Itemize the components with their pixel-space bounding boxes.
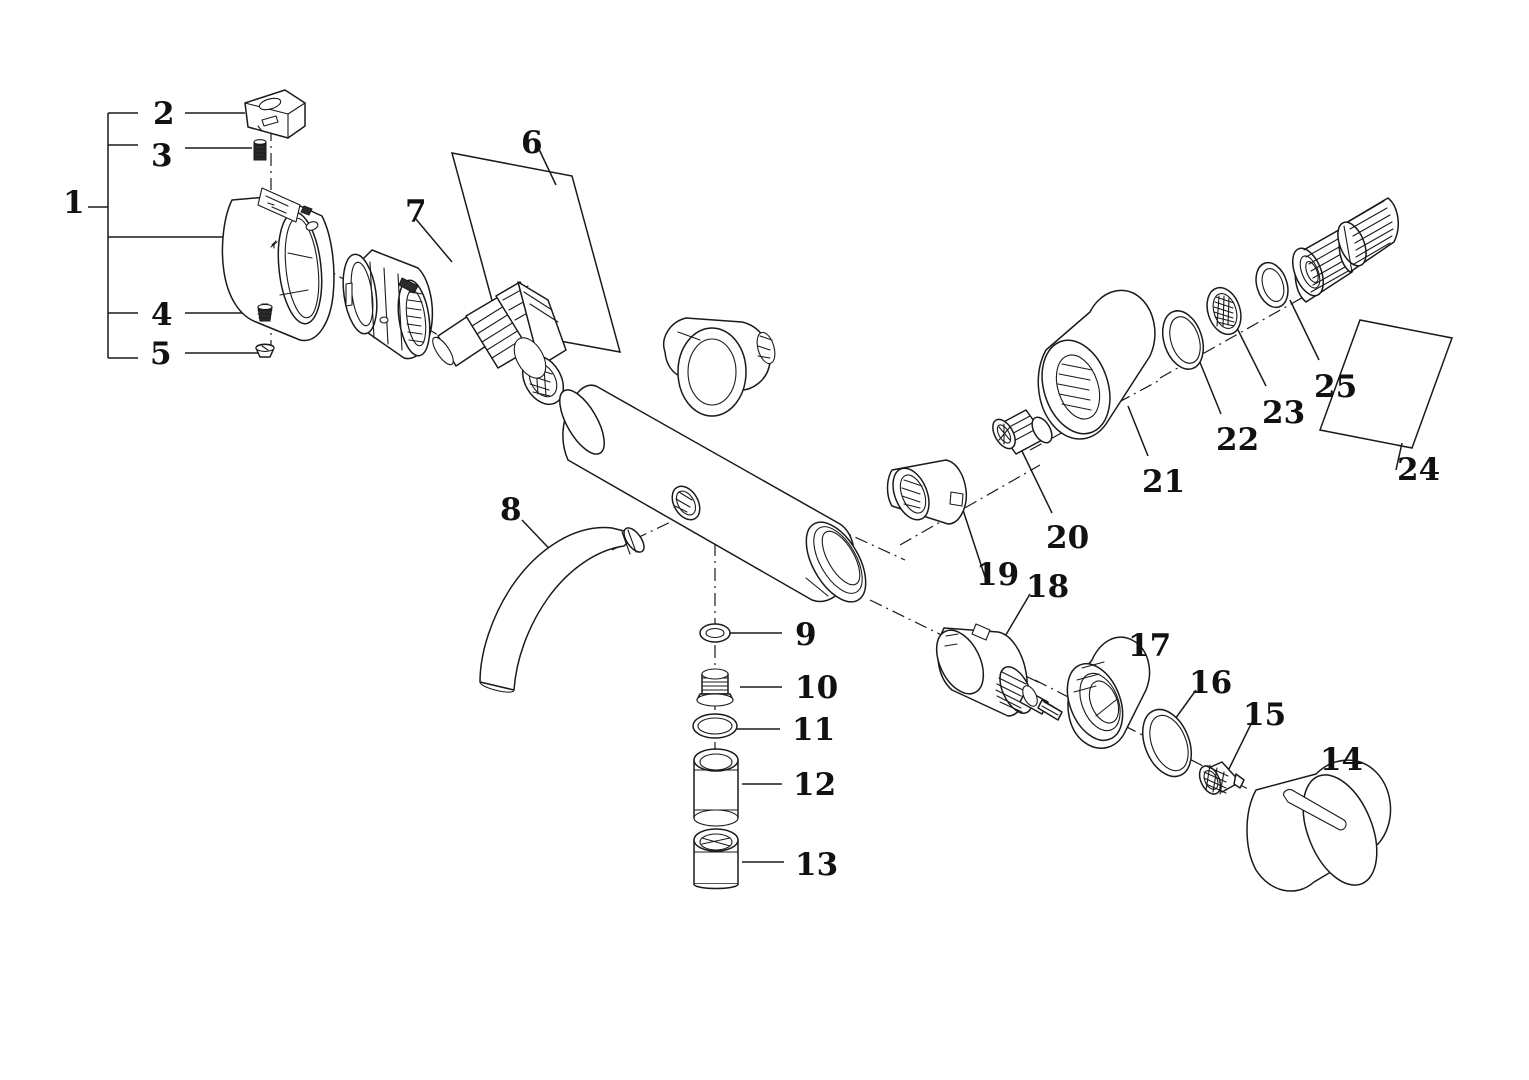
callout-17: 17 [1128, 628, 1172, 664]
part-24-s-union-connector [1291, 197, 1400, 303]
part-11-o-ring-medium [692, 713, 738, 739]
part-14-control-handle-knob [1246, 759, 1392, 892]
part-12-aerator-sleeve [693, 748, 739, 827]
callout-23: 23 [1262, 395, 1306, 431]
callout-2: 2 [153, 96, 175, 132]
part-10-flow-regulator-insert [696, 668, 734, 707]
callout-1: 1 [63, 185, 85, 221]
part-1-handle-sleeve [221, 187, 335, 342]
part-15-splined-adapter [1198, 761, 1245, 795]
mixer-body [559, 317, 867, 603]
part-5-screw-plug-cap [255, 343, 275, 358]
part-22-flat-gasket [1161, 310, 1205, 370]
bracket-part-1 [88, 112, 138, 359]
callout-18: 18 [1026, 569, 1070, 605]
part-18-ceramic-disc-cartridge [935, 623, 1063, 721]
callout-16: 16 [1189, 665, 1233, 701]
part-2-lever-clamp [244, 89, 306, 139]
part-6-thermostatic-cartridge [432, 281, 567, 405]
callout-20: 20 [1046, 520, 1090, 556]
callout-7: 7 [405, 194, 427, 230]
callout-9: 9 [795, 617, 817, 653]
callout-11: 11 [792, 712, 836, 748]
callout-15: 15 [1243, 697, 1287, 733]
callout-14: 14 [1320, 742, 1364, 778]
callout-10: 10 [795, 670, 839, 706]
callout-19: 19 [976, 557, 1020, 593]
part-4-set-screw [257, 303, 273, 322]
callout-13: 13 [795, 847, 839, 883]
part-23-filter-screen-washer [1206, 286, 1242, 336]
callout-25: 25 [1314, 369, 1358, 405]
part-21-coupling-nut [1037, 289, 1156, 440]
callout-4: 4 [151, 297, 173, 333]
leader-lines [138, 112, 1454, 863]
callout-6: 6 [521, 125, 543, 161]
callout-3: 3 [151, 138, 173, 174]
callout-21: 21 [1142, 464, 1186, 500]
part-3-grub-screw [253, 139, 267, 161]
part-17-threaded-cap-ring [1066, 636, 1151, 749]
callout-22: 22 [1216, 422, 1260, 458]
part-8-spout [479, 526, 645, 693]
part-13-aerator-housing [693, 828, 739, 890]
part-7-retaining-collar [342, 249, 434, 360]
callout-5: 5 [150, 336, 172, 372]
part-19-cartridge-bushing [886, 459, 968, 525]
part-16-o-ring-large [1142, 708, 1192, 778]
part-9-o-ring-small [699, 623, 731, 643]
callout-8: 8 [500, 492, 522, 528]
callout-12: 12 [793, 767, 837, 803]
callout-24: 24 [1397, 452, 1441, 488]
part-20-check-valve [992, 409, 1053, 455]
part-25-sealing-washer [1255, 261, 1289, 309]
